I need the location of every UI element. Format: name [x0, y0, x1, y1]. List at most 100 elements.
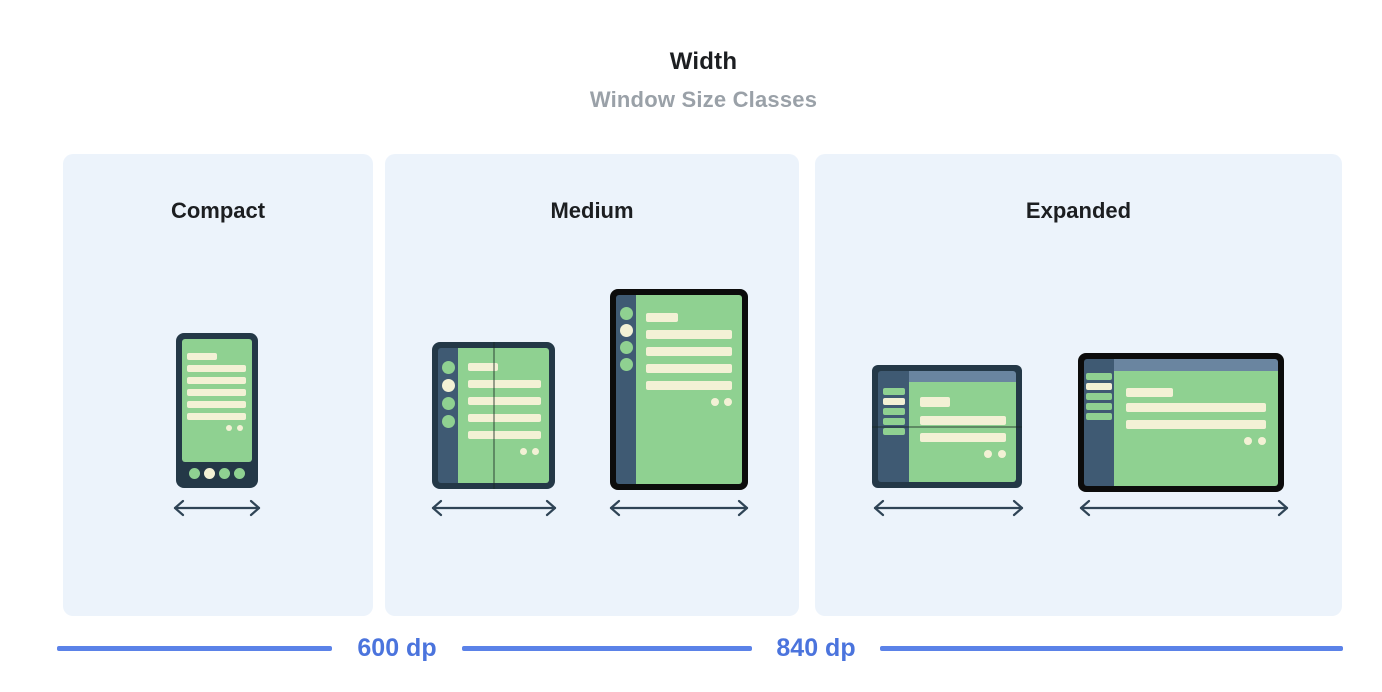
tablet-landscape-illustration: [1078, 353, 1284, 492]
phone-screen: [182, 339, 252, 462]
diagram-subtitle: Window Size Classes: [589, 87, 818, 112]
sidebar-item-bar: [1086, 383, 1112, 390]
phone-illustration: [176, 333, 258, 488]
text-line: [646, 347, 732, 356]
dot: [226, 425, 232, 431]
nav-dot: [204, 467, 215, 479]
rail-dot: [441, 379, 455, 392]
sidebar-item-bar: [882, 428, 905, 435]
sidebar-item-bar: [882, 418, 905, 425]
sidebar-item-bar: [1086, 393, 1112, 400]
panel-expanded-title: Expanded: [1025, 198, 1132, 223]
dot: [237, 425, 243, 431]
rail-dot: [441, 415, 455, 428]
fold-crease: [492, 342, 495, 489]
tablet-screen: [616, 295, 742, 484]
fold-crease: [872, 425, 1022, 428]
main-pane: [1114, 359, 1278, 486]
panel-compact: Compact: [63, 154, 373, 616]
screen-content: [909, 382, 1016, 482]
text-line: [646, 364, 732, 373]
screen-content: [636, 295, 742, 484]
dot: [1244, 437, 1252, 445]
dot: [532, 448, 539, 455]
tablet-screen: [1084, 359, 1278, 486]
rail-dot: [619, 324, 633, 337]
dot: [1258, 437, 1266, 445]
width-arrow-icon: [609, 499, 749, 517]
ruler-line-segment: [880, 646, 1343, 651]
text-line: [187, 413, 246, 420]
panel-medium: Medium: [385, 154, 799, 616]
diagram-header: Width Window Size Classes: [62, 48, 1345, 113]
text-line: [920, 397, 950, 407]
sidebar-item-bar: [1086, 413, 1112, 420]
dot: [984, 450, 992, 458]
app-topbar: [909, 371, 1016, 382]
screen-content: [1114, 371, 1278, 486]
nav-rail: [438, 348, 458, 483]
text-line: [468, 431, 541, 439]
rail-dot: [441, 361, 455, 374]
text-line: [646, 330, 732, 339]
sidebar: [878, 371, 909, 482]
dot: [520, 448, 527, 455]
ruler-line-segment: [462, 646, 752, 651]
foldable-screen: [438, 348, 549, 483]
action-dots: [187, 425, 246, 431]
text-line: [920, 433, 1006, 442]
rail-dot: [619, 341, 633, 354]
sidebar-item-bar: [882, 388, 905, 395]
action-dots: [920, 450, 1006, 458]
text-line: [187, 389, 246, 396]
text-line: [646, 313, 678, 322]
text-line: [187, 377, 246, 384]
phone-navbar: [182, 463, 252, 483]
width-arrow-icon: [431, 499, 557, 517]
screen-content: [458, 348, 549, 483]
panel-compact-title: Compact: [170, 198, 266, 223]
app-topbar: [1114, 359, 1278, 371]
rail-dot: [619, 358, 633, 371]
text-line: [1126, 403, 1266, 412]
breakpoint-label-840dp: 840 dp: [776, 634, 856, 662]
text-line: [468, 397, 541, 405]
text-line: [468, 380, 541, 388]
dot: [711, 398, 719, 406]
text-line: [187, 353, 217, 360]
sidebar: [1084, 359, 1114, 486]
nav-dot: [219, 467, 230, 479]
action-dots: [1126, 437, 1266, 445]
action-dots: [646, 398, 732, 406]
foldable-portrait-illustration: [432, 342, 555, 489]
rail-dot: [619, 307, 633, 320]
width-arrow-icon: [1079, 499, 1289, 517]
text-line: [920, 416, 1006, 425]
diagram-title: Width: [669, 48, 738, 75]
text-line: [1126, 388, 1173, 397]
text-line: [187, 401, 246, 408]
width-arrow-icon: [173, 499, 261, 517]
dot: [998, 450, 1006, 458]
sidebar-item-bar: [1086, 373, 1112, 380]
text-line: [187, 365, 246, 372]
text-line: [468, 414, 541, 422]
nav-dot: [234, 467, 245, 479]
foldable-screen: [878, 371, 1016, 482]
sidebar-item-bar: [1086, 403, 1112, 410]
nav-rail: [616, 295, 636, 484]
breakpoint-label-600dp: 600 dp: [357, 634, 437, 662]
foldable-landscape-illustration: [872, 365, 1022, 488]
text-line: [1126, 420, 1266, 429]
rail-dot: [441, 397, 455, 410]
dot: [724, 398, 732, 406]
main-pane: [909, 371, 1016, 482]
ruler-line-segment: [57, 646, 332, 651]
text-line: [468, 363, 498, 371]
nav-dot: [189, 467, 200, 479]
sidebar-item-bar: [882, 398, 905, 405]
panel-medium-title: Medium: [550, 198, 634, 223]
action-dots: [468, 448, 541, 455]
width-arrow-icon: [873, 499, 1024, 517]
tablet-portrait-illustration: [610, 289, 748, 490]
